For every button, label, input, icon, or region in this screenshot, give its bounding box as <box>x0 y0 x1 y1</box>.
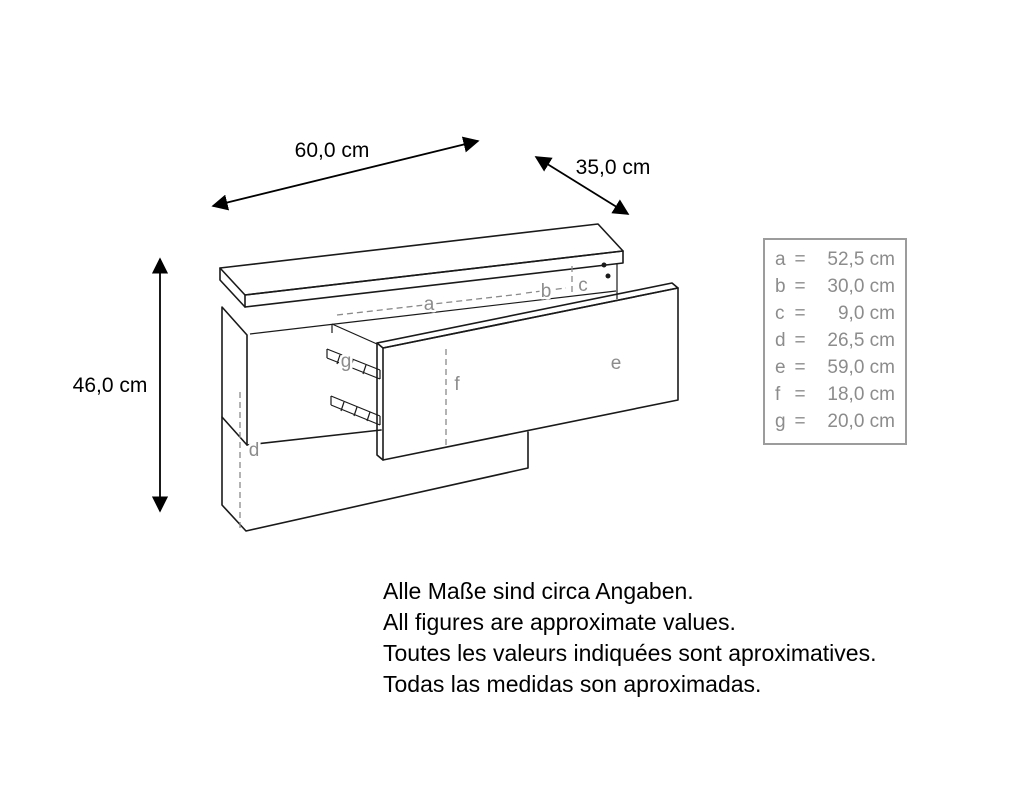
legend-value: 18,0 cm <box>827 384 895 405</box>
cabinet-top-panel <box>219 223 624 308</box>
fitting-hole-icon <box>605 273 611 279</box>
part-label-e: e <box>611 353 622 374</box>
legend-row-b: b = 30,0 cm <box>775 273 895 300</box>
part-label-f: f <box>454 374 460 395</box>
rail-hatch <box>362 364 367 375</box>
legend-equals: = <box>794 384 806 405</box>
legend-key: g <box>775 411 786 432</box>
depth-dimension: 35,0 cm <box>534 156 651 215</box>
part-label-c: c <box>578 275 588 296</box>
height-dimension: 46,0 cm <box>73 257 169 513</box>
part-label-b: b <box>541 281 552 302</box>
note-line-german: Alle Maße sind circa Angaben. <box>383 578 694 604</box>
measurement-legend: a = 52,5 cm b = 30,0 cm c = 9,0 cm d = 2… <box>763 238 907 445</box>
approximation-notes: Alle Maße sind circa Angaben. All figure… <box>383 576 876 700</box>
legend-row-a: a = 52,5 cm <box>775 246 895 273</box>
depth-dimension-arrow <box>534 156 630 215</box>
rail-hatch <box>336 354 341 365</box>
rail-hatch <box>353 406 358 417</box>
part-letter-labels: a b c d e f g <box>246 273 624 464</box>
legend-equals: = <box>794 303 806 324</box>
drawer-side-top-edge <box>331 323 378 345</box>
drawer-front-face <box>382 287 679 461</box>
rail-hatch <box>349 359 354 370</box>
legend-key: f <box>775 384 781 405</box>
legend-equals: = <box>794 276 806 297</box>
note-line-english: All figures are approximate values. <box>383 609 736 635</box>
legend-value: 20,0 cm <box>827 411 895 432</box>
rail-edge <box>326 348 381 371</box>
right-side-panel <box>601 262 618 299</box>
width-dimension: 60,0 cm <box>211 136 480 211</box>
legend-value: 26,5 cm <box>827 330 895 351</box>
drawer-front-left-edge <box>376 342 384 461</box>
legend-equals: = <box>794 249 806 270</box>
width-dimension-label: 60,0 cm <box>295 139 370 162</box>
part-label-d: d <box>249 440 260 461</box>
note-line-spanish: Todas las medidas son aproximadas. <box>383 671 762 697</box>
rail-edge <box>330 404 381 426</box>
carcass-interior-top-edge <box>249 290 617 335</box>
legend-key: e <box>775 357 786 378</box>
legend-value: 52,5 cm <box>827 249 895 270</box>
rail-hatch <box>340 401 345 412</box>
legend-equals: = <box>794 411 806 432</box>
part-label-g: g <box>341 351 352 372</box>
measure-line-b <box>525 287 567 294</box>
left-panel-face <box>221 306 248 446</box>
legend-equals: = <box>794 330 806 351</box>
legend-equals: = <box>794 357 806 378</box>
width-dimension-arrow <box>211 136 480 211</box>
legend-row-d: d = 26,5 cm <box>775 327 895 354</box>
legend-key: d <box>775 330 786 351</box>
rail-edge <box>326 357 381 380</box>
legend-row-e: e = 59,0 cm <box>775 354 895 381</box>
internal-measure-lines <box>239 266 573 528</box>
legend-row-f: f = 18,0 cm <box>775 381 895 408</box>
legend-value: 30,0 cm <box>827 276 895 297</box>
depth-dimension-label: 35,0 cm <box>576 156 651 179</box>
drawer-side <box>331 323 378 345</box>
legend-key: c <box>775 303 785 324</box>
fitting-hole-icon <box>601 262 607 268</box>
legend-key: b <box>775 276 786 297</box>
top-panel-top-face <box>219 223 624 296</box>
legend-row-c: c = 9,0 cm <box>775 300 895 327</box>
legend-value: 9,0 cm <box>837 303 895 324</box>
back-wall-panel <box>221 416 529 532</box>
note-line-french: Toutes les valeurs indiquées sont aproxi… <box>383 640 877 666</box>
top-panel-front-face <box>244 250 624 308</box>
drawer-front <box>376 282 679 461</box>
rail-hatch <box>366 411 371 422</box>
carcass-bottom-edge <box>246 429 382 446</box>
legend-row-g: g = 20,0 cm <box>775 408 895 435</box>
legend-key: a <box>775 249 786 270</box>
drawer-slide-rails <box>326 348 381 426</box>
part-label-a: a <box>424 294 435 315</box>
carcass-left-side <box>221 290 617 446</box>
height-dimension-label: 46,0 cm <box>73 374 148 397</box>
legend-value: 59,0 cm <box>827 357 895 378</box>
rail-edge <box>330 395 381 417</box>
measure-line-a <box>336 293 522 316</box>
back-panel-outline <box>221 416 529 532</box>
top-panel-left-edge <box>219 267 246 308</box>
